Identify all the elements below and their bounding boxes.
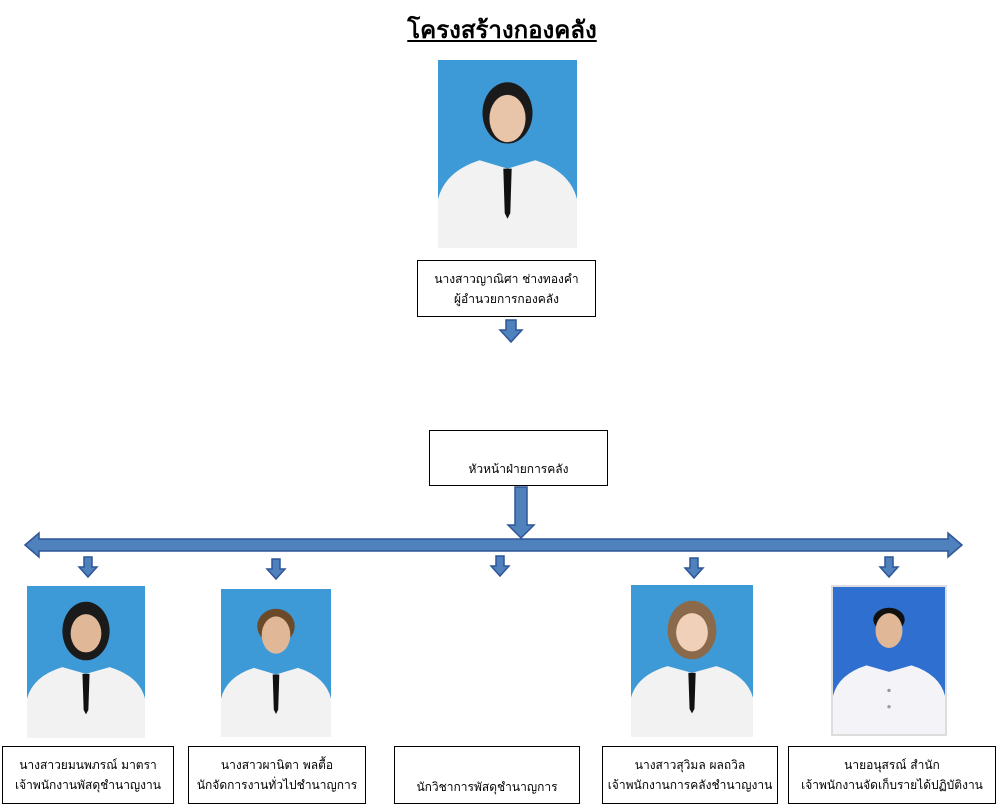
staff-name: นางสาวผานิตา พลตื้อ (220, 758, 334, 772)
arrow-down-icon (683, 557, 705, 580)
page-title: โครงสร้างกองคลัง (407, 16, 597, 44)
staff-photo (221, 589, 331, 737)
head-position: หัวหน้าฝ่ายการคลัง (468, 462, 569, 476)
staff-position: นักจัดการงานทั่วไปชำนาญการ (196, 778, 358, 792)
staff-box: นางสาวยมนพภรณ์ มาตรา เจ้าพนักงานพัสดุชำน… (2, 746, 174, 804)
staff-box: นายอนุสรณ์ สำนัก เจ้าพนักงานจัดเก็บรายได… (788, 746, 996, 804)
staff-box: นางสาวสุวิมล ผลถวิล เจ้าพนักงานการคลังชำ… (602, 746, 778, 804)
director-box: นางสาวญาณิศา ช่างทองคำ ผู้อำนวยการกองคลั… (417, 260, 596, 317)
staff-box: นักวิชาการพัสดุชำนาญการ (394, 746, 580, 804)
staff-position: เจ้าพนักงานจัดเก็บรายได้ปฏิบัติงาน (801, 778, 983, 792)
staff-box: นางสาวผานิตา พลตื้อ นักจัดการงานทั่วไปชำ… (188, 746, 366, 804)
staff-photo (631, 585, 753, 737)
arrow-down-icon (878, 556, 900, 579)
arrow-down-icon (489, 555, 511, 578)
director-name: นางสาวญาณิศา ช่างทองคำ (434, 271, 579, 286)
director-photo (438, 60, 577, 248)
staff-position: นักวิชาการพัสดุชำนาญการ (416, 780, 558, 794)
staff-name: นายอนุสรณ์ สำนัก (844, 758, 940, 772)
staff-name: นางสาวยมนพภรณ์ มาตรา (19, 758, 157, 772)
staff-photo (831, 585, 947, 736)
staff-position: เจ้าพนักงานพัสดุชำนาญงาน (15, 778, 161, 792)
staff-name: นางสาวสุวิมล ผลถวิล (634, 758, 746, 772)
arrow-down-icon (265, 558, 287, 581)
arrow-down-icon (506, 486, 536, 540)
staff-photo (27, 586, 145, 738)
arrow-down-icon (77, 556, 99, 579)
staff-position: เจ้าพนักงานการคลังชำนาญงาน (607, 778, 773, 792)
arrow-down-icon (498, 319, 524, 344)
double-arrow-icon (23, 531, 964, 559)
head-box: หัวหน้าฝ่ายการคลัง (429, 430, 608, 486)
director-position: ผู้อำนวยการกองคลัง (454, 291, 559, 306)
